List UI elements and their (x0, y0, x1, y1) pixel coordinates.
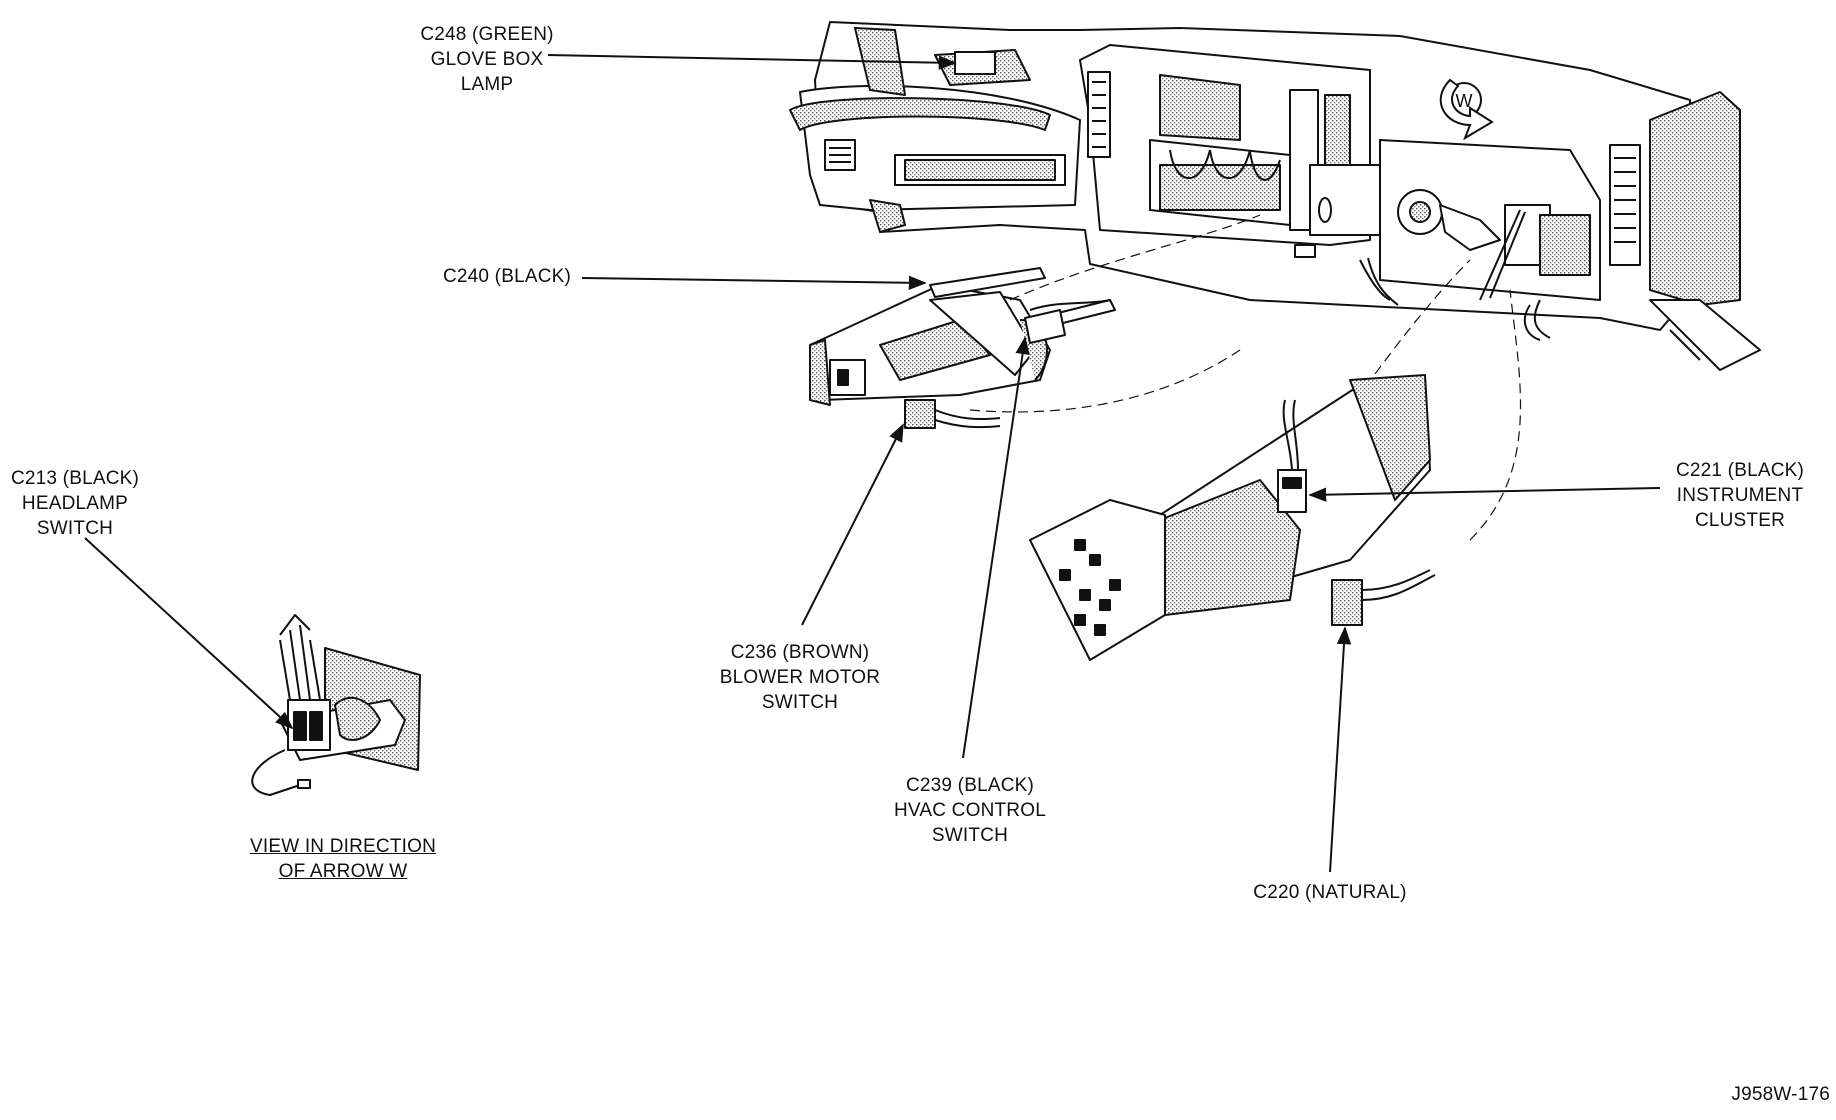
label-c220: C220 (NATURAL) (1253, 882, 1407, 903)
leader-c220 (1329, 626, 1352, 873)
leader-c236 (801, 423, 904, 626)
arrow-w-letter: W (1456, 91, 1473, 111)
dash-wiring (1359, 209, 1551, 341)
leader-c213 (84, 537, 294, 730)
headlamp-switch-view (251, 614, 421, 796)
hvac-switch-module (809, 267, 1116, 429)
leader-c221 (1308, 487, 1661, 502)
direction-arrow-w: W (1439, 78, 1494, 141)
leader-c239 (962, 336, 1030, 759)
instrument-cluster (1029, 374, 1436, 661)
leader-c248 (547, 54, 957, 70)
label-c240: C240 (BLACK) (442, 266, 572, 287)
figure-id: J958W-176 (1731, 1084, 1830, 1105)
leader-c240 (581, 275, 927, 290)
leader-lines (84, 54, 1661, 873)
